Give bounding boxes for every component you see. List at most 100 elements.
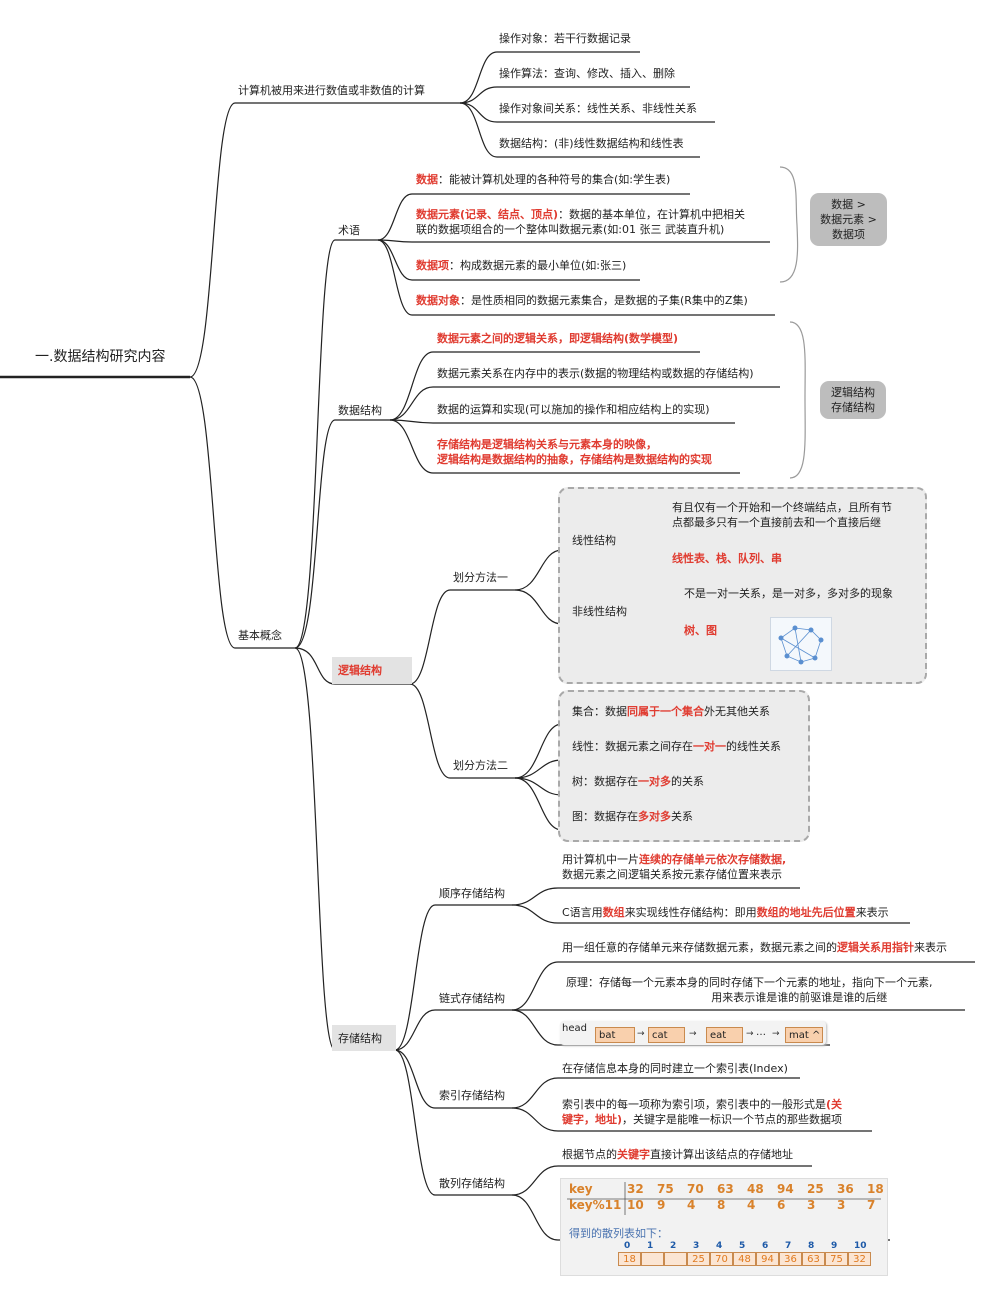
ds-node[interactable]: 数据结构 — [338, 404, 382, 417]
compute-item-algorithm[interactable]: 操作算法：查询、修改、插入、删除 — [499, 67, 675, 80]
arrow-icon: → — [772, 1029, 780, 1039]
index-desc-2[interactable]: 索引表中的每一项称为索引项，索引表中的一般形式是(关键字，地址)，关键字是能唯一… — [562, 1098, 843, 1126]
summary-line: 存储结构 — [831, 401, 875, 414]
graph-icon — [778, 625, 824, 665]
method-two-node[interactable]: 划分方法二 — [453, 759, 508, 772]
compute-item-object[interactable]: 操作对象：若干行数据记录 — [499, 32, 631, 45]
relation-graph[interactable]: 图：数据存在多对多关系 — [572, 810, 693, 823]
hash-index: 5 — [739, 1241, 746, 1251]
hash-mod-value: 8 — [717, 1198, 726, 1212]
terms-summary-pill[interactable]: 数据 > 数据元素 > 数据项 — [810, 193, 887, 246]
index-storage-node[interactable]: 索引存储结构 — [439, 1089, 505, 1102]
relation-linear[interactable]: 线性：数据元素之间存在一对一的线性关系 — [572, 740, 781, 753]
hash-index: 0 — [624, 1241, 631, 1251]
linear-structure-node[interactable]: 线性结构 — [572, 534, 616, 547]
hash-grid-lines — [567, 1182, 881, 1215]
nonlinear-desc[interactable]: 不是一对一关系，是一对多，多对多的现象 — [684, 587, 893, 600]
ds-summary-pill[interactable]: 逻辑结构 存储结构 — [820, 381, 886, 419]
hash-mod-value: 10 — [627, 1198, 644, 1212]
linked-list-diagram[interactable]: head bat → cat → eat → … → mat ^ — [560, 1021, 826, 1045]
hash-key-value: 32 — [627, 1182, 644, 1196]
seq-desc-1[interactable]: 用计算机中一片连续的存储单元依次存储数据,数据元素之间逻辑关系按元素存储位置来表… — [562, 853, 787, 881]
hash-key-value: 70 — [687, 1182, 704, 1196]
hash-key-value: 36 — [837, 1182, 854, 1196]
hash-slot: 75 — [825, 1252, 848, 1266]
method-one-node[interactable]: 划分方法一 — [453, 571, 508, 584]
hash-slot: 32 — [848, 1252, 871, 1266]
hash-mod-value: 9 — [657, 1198, 666, 1212]
compute-item-ds[interactable]: 数据结构：(非)线性数据结构和线性表 — [499, 137, 684, 150]
hash-slot: 63 — [802, 1252, 825, 1266]
hash-key-value: 94 — [777, 1182, 794, 1196]
ds-item-summary[interactable]: 存储结构是逻辑结构关系与元素本身的映像，逻辑结构是数据结构的抽象，存储结构是数据… — [437, 438, 712, 466]
root-topic[interactable]: 一.数据结构研究内容 — [35, 349, 166, 365]
hash-key-value: 75 — [657, 1182, 674, 1196]
list-ellipsis: … — [756, 1027, 766, 1038]
term-element[interactable]: 数据元素(记录、结点、顶点)：数据的基本单位，在计算机中把相关联的数据项组合的一… — [416, 208, 746, 236]
arrow-icon: → — [637, 1029, 645, 1039]
method-one-box — [558, 487, 927, 684]
ds-item-storage[interactable]: 数据元素关系在内存中的表示(数据的物理结构或数据的存储结构) — [437, 367, 754, 380]
index-desc-1[interactable]: 在存储信息本身的同时建立一个索引表(Index) — [562, 1062, 788, 1075]
hash-table-caption: 得到的散列表如下： — [569, 1227, 668, 1240]
hash-slot: 36 — [779, 1252, 802, 1266]
summary-line: 数据 > — [831, 198, 866, 211]
list-node: bat — [595, 1027, 635, 1043]
hash-index: 8 — [808, 1241, 815, 1251]
link-storage-node[interactable]: 链式存储结构 — [439, 992, 505, 1005]
hash-desc-1[interactable]: 根据节点的关键字直接计算出该结点的存储地址 — [562, 1148, 793, 1161]
hash-key-value: 48 — [747, 1182, 764, 1196]
relation-set[interactable]: 集合：数据同属于一个集合外无其他关系 — [572, 705, 770, 718]
ds-item-logic[interactable]: 数据元素之间的逻辑关系，即逻辑结构(数学模型) — [437, 332, 679, 345]
method-two-box — [558, 690, 810, 842]
linear-desc[interactable]: 有且仅有一个开始和一个终端结点，且所有节点都最多只有一个直接前去和一个直接后继 — [672, 501, 892, 529]
list-node: eat — [706, 1027, 743, 1043]
hash-index: 2 — [670, 1241, 677, 1251]
compute-branch[interactable]: 计算机被用来进行数值或非数值的计算 — [238, 84, 425, 97]
hash-index: 3 — [693, 1241, 700, 1251]
hash-slot: 48 — [733, 1252, 756, 1266]
hash-slot — [664, 1252, 687, 1266]
storage-highlight — [332, 1025, 396, 1051]
arrow-icon: → — [689, 1029, 697, 1039]
term-data[interactable]: 数据：能被计算机处理的各种符号的集合(如:学生表) — [416, 173, 671, 186]
compute-item-relation[interactable]: 操作对象间关系：线性关系、非线性关系 — [499, 102, 697, 115]
hash-slot: 18 — [618, 1252, 641, 1266]
terms-node[interactable]: 术语 — [338, 224, 360, 237]
relation-tree[interactable]: 树：数据存在一对多的关系 — [572, 775, 704, 788]
hash-mod-value: 3 — [807, 1198, 816, 1212]
logic-highlight — [332, 657, 412, 684]
nonlinear-structure-node[interactable]: 非线性结构 — [572, 605, 627, 618]
link-desc-1[interactable]: 用一组任意的存储单元来存储数据元素，数据元素之间的逻辑关系用指针来表示 — [562, 941, 947, 954]
summary-line: 数据元素 > — [820, 213, 877, 226]
hash-mod-value: 3 — [837, 1198, 846, 1212]
mod-row-label: key%11 — [569, 1198, 622, 1212]
hash-key-value: 25 — [807, 1182, 824, 1196]
hash-storage-node[interactable]: 散列存储结构 — [439, 1177, 505, 1190]
list-head-label: head — [562, 1023, 587, 1034]
graph-thumbnail-image[interactable] — [770, 617, 832, 671]
hash-mod-value: 6 — [777, 1198, 786, 1212]
hash-key-value: 63 — [717, 1182, 734, 1196]
key-row-label: key — [569, 1182, 593, 1196]
hash-index: 6 — [762, 1241, 769, 1251]
linear-examples[interactable]: 线性表、栈、队列、串 — [672, 552, 782, 565]
link-desc-2[interactable]: 原理：存储每一个元素本身的同时存储下一个元素的地址，指向下一个元素,用来表示谁是… — [566, 976, 933, 1004]
summary-line: 逻辑结构 — [831, 386, 875, 399]
logic-node[interactable]: 逻辑结构 — [338, 664, 382, 677]
term-object[interactable]: 数据对象：是性质相同的数据元素集合，是数据的子集(R集中的Z集) — [416, 294, 748, 307]
hash-index: 10 — [854, 1241, 867, 1251]
seq-storage-node[interactable]: 顺序存储结构 — [439, 887, 505, 900]
ds-item-operation[interactable]: 数据的运算和实现(可以施加的操作和相应结构上的实现) — [437, 403, 710, 416]
hash-slot: 94 — [756, 1252, 779, 1266]
term-item[interactable]: 数据项：构成数据元素的最小单位(如:张三) — [416, 259, 627, 272]
nonlinear-examples[interactable]: 树、图 — [684, 624, 717, 637]
seq-desc-2[interactable]: C语言用数组来实现线性存储结构：即用数组的地址先后位置来表示 — [562, 906, 889, 919]
basic-concept-node[interactable]: 基本概念 — [238, 629, 282, 642]
hash-mod-value: 4 — [747, 1198, 756, 1212]
hash-index: 7 — [785, 1241, 792, 1251]
storage-node[interactable]: 存储结构 — [338, 1032, 382, 1045]
hash-index: 4 — [716, 1241, 723, 1251]
